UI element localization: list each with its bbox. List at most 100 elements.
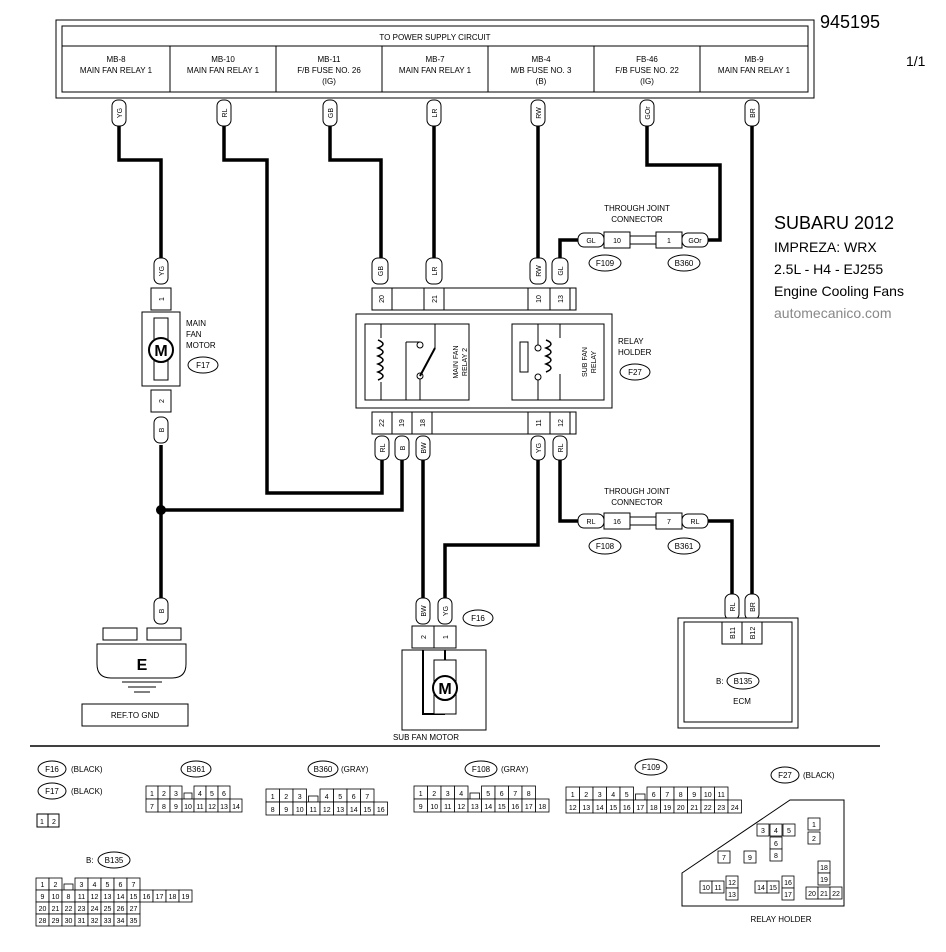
pin-number: 30 [65, 918, 73, 925]
pin-number: 6 [500, 791, 504, 798]
pin-cell [711, 880, 725, 894]
vehicle-title: SUBARU 2012 [774, 213, 894, 233]
doc-id: 945195 [820, 12, 880, 32]
wire-gb [328, 126, 383, 258]
pin-number: 15 [498, 804, 506, 811]
pin-number: 4 [459, 791, 463, 798]
wire-rl-joint [558, 460, 578, 523]
pin-number: 10 [296, 807, 304, 814]
sub-motor-pin-1: 1 [443, 635, 450, 639]
pin-number: 11 [714, 885, 721, 892]
main-motor-wire-bottom: B [159, 427, 166, 432]
relay-top-pin-13: 13 [558, 295, 565, 303]
pin-number: 4 [198, 791, 202, 798]
pin-number: 20 [677, 805, 685, 812]
ground-point: B E REF.TO GND [81, 597, 189, 727]
pin-cell [769, 823, 783, 837]
ecm-pin-b12: B12 [750, 627, 757, 640]
pin-cell [817, 872, 831, 886]
key-slot [183, 792, 193, 800]
pin-number: 7 [722, 855, 726, 862]
relay-top-wire-lr: LR [432, 267, 439, 276]
pin-number: 17 [525, 804, 533, 811]
relay-top-wire-gb: GB [378, 266, 385, 276]
legend-f108-color: (GRAY) [501, 765, 529, 774]
legend-f17: F17 [45, 787, 59, 796]
pin-number: 3 [761, 828, 765, 835]
pin-number: 15 [363, 807, 371, 814]
pin-number: 12 [323, 807, 331, 814]
pin-number: 8 [162, 804, 166, 811]
main-motor-label-2: FAN [186, 330, 202, 339]
legend-f27-color: (BLACK) [803, 771, 835, 780]
ground-symbol: E [137, 657, 148, 674]
pin-number: 23 [78, 906, 86, 913]
pin-number: 25 [104, 906, 112, 913]
tag-gb: GB [328, 108, 335, 118]
ecm-prefix: B: [716, 677, 724, 686]
pin-number: 8 [67, 894, 71, 901]
pin-number: 10 [704, 792, 712, 799]
pin-number: 14 [117, 894, 125, 901]
pin-number: 14 [484, 804, 492, 811]
pin-number: 15 [609, 805, 617, 812]
pin-cell [373, 801, 388, 816]
pin-cell [782, 823, 796, 837]
relay-top-wire-rw: RW [536, 265, 543, 277]
pin-number: 12 [208, 804, 216, 811]
joint-upper-right-conn: B360 [675, 259, 694, 268]
pin-cell [727, 799, 742, 814]
key-slot [635, 793, 646, 801]
pin-number: 26 [117, 906, 125, 913]
pin-number: 10 [702, 885, 710, 892]
ecm: RL BR B11 B12 B: B135 ECM [677, 593, 799, 729]
legend-f16: F16 [45, 765, 59, 774]
relay-bot-wire-b: B [400, 445, 407, 450]
pin-number: 11 [310, 807, 317, 814]
joint-lower-right-pin: 7 [667, 519, 671, 526]
pin-number: 20 [808, 891, 816, 898]
tag-gor: GOr [645, 106, 652, 120]
joint-connector-upper: THROUGH JOINT CONNECTOR GL 10 1 GOr F109… [577, 204, 709, 272]
main-motor-pin-1: 1 [159, 297, 166, 301]
wire-yg-sub [443, 460, 540, 598]
pin-number: 14 [232, 804, 240, 811]
joint-lower-title-1: THROUGH JOINT [604, 487, 670, 496]
ps-col4-l2: MAIN FAN RELAY 1 [399, 66, 472, 75]
legend-b360: B360 [314, 765, 333, 774]
pin-number: 32 [91, 918, 99, 925]
relay-main-label-2: RELAY 2 [462, 348, 469, 376]
pin-number: 6 [119, 882, 123, 889]
tag-lr: LR [432, 109, 439, 118]
relay-top-pin-20: 20 [379, 295, 386, 303]
pin-number: 7 [665, 792, 669, 799]
sub-motor-wire-yg: YG [443, 606, 450, 616]
relay-bot-wire-yg: YG [536, 443, 543, 453]
legend-b135: B135 [105, 856, 124, 865]
relay-top-wire-gl: GL [558, 266, 565, 275]
relay-bot-pin-12: 12 [558, 419, 565, 427]
pin-number: 10 [430, 804, 438, 811]
joint-lower-left-wire: RL [587, 519, 596, 526]
ecm-wire-rl: RL [730, 602, 737, 611]
pin-number: 10 [184, 804, 192, 811]
pin-cell [229, 798, 243, 813]
page-number: 1/1 [906, 53, 926, 69]
pin-number: 10 [52, 894, 60, 901]
wire-junction [156, 505, 166, 515]
relay-bot-pin-22: 22 [379, 419, 386, 427]
pin-number: 2 [284, 794, 288, 801]
legend-f109: F109 [642, 763, 661, 772]
pin-number: 19 [820, 877, 828, 884]
relay-sub-label-1: SUB FAN [582, 347, 589, 377]
legend-f27-caption: RELAY HOLDER [750, 915, 811, 924]
pin-number: 17 [156, 894, 164, 901]
pin-number: 33 [104, 918, 112, 925]
pin-cell [766, 880, 780, 894]
pin-number: 18 [650, 805, 658, 812]
pin-number: 2 [584, 792, 588, 799]
power-supply-box: TO POWER SUPPLY CIRCUIT MB-8 MAIN FAN RE… [55, 19, 815, 99]
